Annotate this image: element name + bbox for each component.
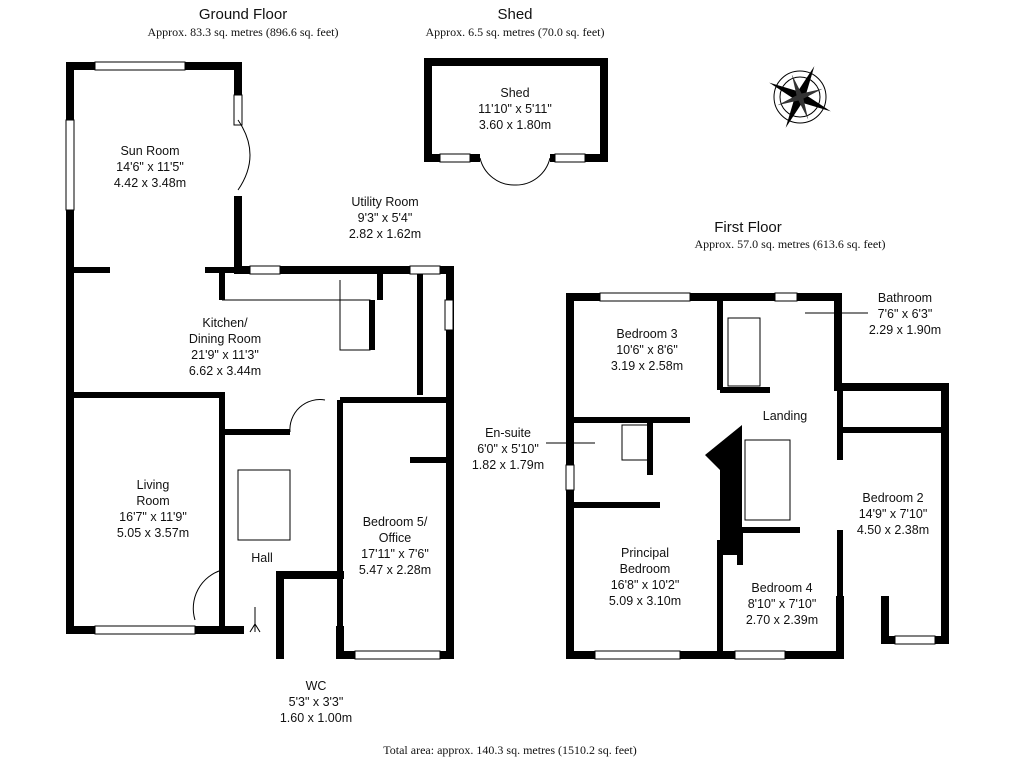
svg-text:14'9" x 7'10": 14'9" x 7'10" xyxy=(859,507,928,521)
svg-text:16'8" x 10'2": 16'8" x 10'2" xyxy=(611,578,680,592)
svg-text:Principal: Principal xyxy=(621,546,669,560)
room-kitchen-dining: Kitchen/ Dining Room 21'9" x 11'3" 6.62 … xyxy=(189,316,261,378)
svg-text:5.05 x 3.57m: 5.05 x 3.57m xyxy=(117,526,189,540)
first-floor-title: First Floor xyxy=(714,219,782,236)
svg-text:16'7" x 11'9": 16'7" x 11'9" xyxy=(119,510,187,524)
svg-text:5.47 x 2.28m: 5.47 x 2.28m xyxy=(359,563,431,577)
svg-text:9'3" x 5'4": 9'3" x 5'4" xyxy=(358,211,413,225)
compass-icon xyxy=(769,66,831,128)
svg-text:1.60 x 1.00m: 1.60 x 1.00m xyxy=(280,711,352,725)
svg-text:En-suite: En-suite xyxy=(485,426,531,440)
svg-text:8'10" x 7'10": 8'10" x 7'10" xyxy=(748,597,817,611)
svg-text:7'6" x 6'3": 7'6" x 6'3" xyxy=(878,307,933,321)
room-principal-bedroom: Principal Bedroom 16'8" x 10'2" 5.09 x 3… xyxy=(609,546,681,608)
shed-walls xyxy=(424,58,608,186)
svg-text:Office: Office xyxy=(379,531,411,545)
room-hall: Hall xyxy=(251,551,273,565)
svg-text:6.62 x 3.44m: 6.62 x 3.44m xyxy=(189,364,261,378)
svg-text:Bedroom 2: Bedroom 2 xyxy=(862,491,923,505)
svg-text:3.19 x 2.58m: 3.19 x 2.58m xyxy=(611,359,683,373)
svg-text:17'11" x 7'6": 17'11" x 7'6" xyxy=(361,547,429,561)
svg-text:Living: Living xyxy=(137,478,170,492)
total-area: Total area: approx. 140.3 sq. metres (15… xyxy=(383,743,636,757)
svg-text:10'6" x 8'6": 10'6" x 8'6" xyxy=(616,343,678,357)
svg-text:3.60 x 1.80m: 3.60 x 1.80m xyxy=(479,118,551,132)
svg-text:Bedroom 3: Bedroom 3 xyxy=(616,327,677,341)
shed-title: Shed xyxy=(497,6,532,23)
svg-text:Kitchen/: Kitchen/ xyxy=(202,316,248,330)
room-living-room: Living Room 16'7" x 11'9" 5.05 x 3.57m xyxy=(117,478,189,540)
room-bedroom-4: Bedroom 4 8'10" x 7'10" 2.70 x 2.39m xyxy=(746,581,818,627)
ground-floor-walls xyxy=(65,61,454,660)
first-floor-walls xyxy=(565,292,949,660)
svg-text:21'9" x 11'3": 21'9" x 11'3" xyxy=(191,348,259,362)
svg-text:14'6" x 11'5": 14'6" x 11'5" xyxy=(116,160,184,174)
svg-text:Sun Room: Sun Room xyxy=(120,144,179,158)
svg-text:11'10" x 5'11": 11'10" x 5'11" xyxy=(478,102,552,116)
svg-text:2.82 x 1.62m: 2.82 x 1.62m xyxy=(349,227,421,241)
svg-text:5'3" x 3'3": 5'3" x 3'3" xyxy=(289,695,344,709)
room-bathroom: Bathroom 7'6" x 6'3" 2.29 x 1.90m xyxy=(869,291,941,337)
svg-text:4.50 x 2.38m: 4.50 x 2.38m xyxy=(857,523,929,537)
svg-text:Bathroom: Bathroom xyxy=(878,291,932,305)
svg-text:5.09 x 3.10m: 5.09 x 3.10m xyxy=(609,594,681,608)
room-utility-room: Utility Room 9'3" x 5'4" 2.82 x 1.62m xyxy=(349,195,421,241)
svg-text:Utility Room: Utility Room xyxy=(351,195,418,209)
first-floor-area: Approx. 57.0 sq. metres (613.6 sq. feet) xyxy=(695,237,886,251)
svg-text:Bedroom 5/: Bedroom 5/ xyxy=(363,515,428,529)
room-bedroom-3: Bedroom 3 10'6" x 8'6" 3.19 x 2.58m xyxy=(611,327,683,373)
svg-text:Bedroom: Bedroom xyxy=(620,562,671,576)
svg-text:Bedroom 4: Bedroom 4 xyxy=(751,581,812,595)
svg-text:1.82 x 1.79m: 1.82 x 1.79m xyxy=(472,458,544,472)
ground-floor-title: Ground Floor xyxy=(199,6,287,23)
room-shed: Shed 11'10" x 5'11" 3.60 x 1.80m xyxy=(478,86,552,132)
svg-text:4.42 x 3.48m: 4.42 x 3.48m xyxy=(114,176,186,190)
svg-text:2.70 x 2.39m: 2.70 x 2.39m xyxy=(746,613,818,627)
svg-text:6'0" x 5'10": 6'0" x 5'10" xyxy=(477,442,539,456)
svg-text:Dining Room: Dining Room xyxy=(189,332,261,346)
svg-text:Room: Room xyxy=(136,494,169,508)
room-sun-room: Sun Room 14'6" x 11'5" 4.42 x 3.48m xyxy=(114,144,186,190)
svg-text:WC: WC xyxy=(306,679,327,693)
room-en-suite: En-suite 6'0" x 5'10" 1.82 x 1.79m xyxy=(472,426,544,472)
ground-floor-area: Approx. 83.3 sq. metres (896.6 sq. feet) xyxy=(148,25,339,39)
room-bedroom-2: Bedroom 2 14'9" x 7'10" 4.50 x 2.38m xyxy=(857,491,929,537)
shed-area: Approx. 6.5 sq. metres (70.0 sq. feet) xyxy=(426,25,605,39)
room-wc: WC 5'3" x 3'3" 1.60 x 1.00m xyxy=(280,679,352,725)
svg-text:Shed: Shed xyxy=(500,86,529,100)
room-bedroom-5: Bedroom 5/ Office 17'11" x 7'6" 5.47 x 2… xyxy=(359,515,431,577)
svg-text:2.29 x 1.90m: 2.29 x 1.90m xyxy=(869,323,941,337)
room-landing: Landing xyxy=(763,409,808,423)
